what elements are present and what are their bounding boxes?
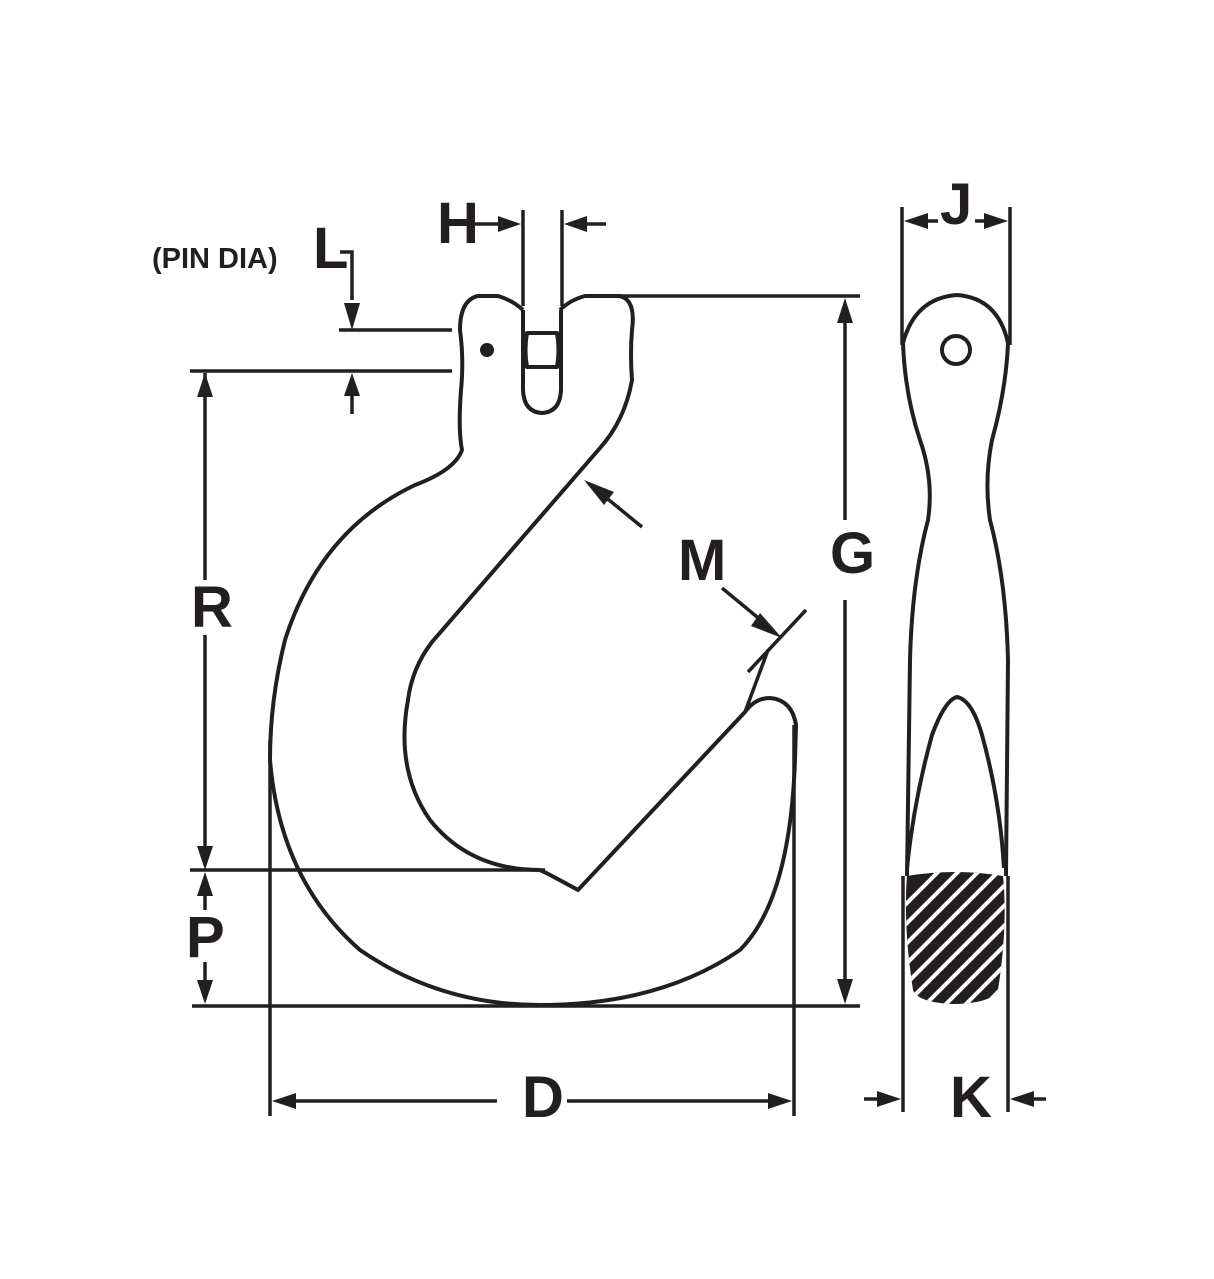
dimension-h: H [437, 191, 606, 306]
label-k: K [950, 1065, 992, 1130]
clevis-pin [523, 331, 561, 369]
label-j: J [940, 172, 972, 237]
dimension-d: D [268, 725, 796, 1130]
side-right-profile [985, 342, 1010, 877]
pin-hole-dot [480, 343, 494, 357]
hook-outline [268, 294, 798, 1007]
dimension-l: (PIN DIA) L [152, 216, 452, 414]
label-g: G [830, 521, 875, 586]
side-left-profile [901, 342, 932, 877]
label-r: R [191, 575, 233, 640]
dimension-k: K [864, 876, 1046, 1130]
hook-side-view [901, 293, 1010, 1004]
side-pin-hole [940, 334, 972, 366]
label-p: P [186, 905, 225, 970]
dimension-r: R [190, 373, 545, 872]
side-bill [905, 695, 1006, 869]
hook-front-view [268, 294, 798, 1007]
dimension-m: M [584, 480, 808, 713]
side-head [901, 293, 1010, 344]
dimension-j: J [900, 172, 1012, 345]
label-h: H [437, 191, 479, 256]
label-pin-dia: (PIN DIA) [152, 243, 278, 275]
dimension-p: P [186, 872, 225, 1004]
label-d: D [522, 1065, 564, 1130]
cross-section-hatch [905, 872, 1005, 1004]
label-l: L [313, 216, 348, 281]
clevis-slot [521, 310, 563, 415]
label-m: M [678, 528, 726, 593]
dimension-g: G [192, 294, 875, 1008]
